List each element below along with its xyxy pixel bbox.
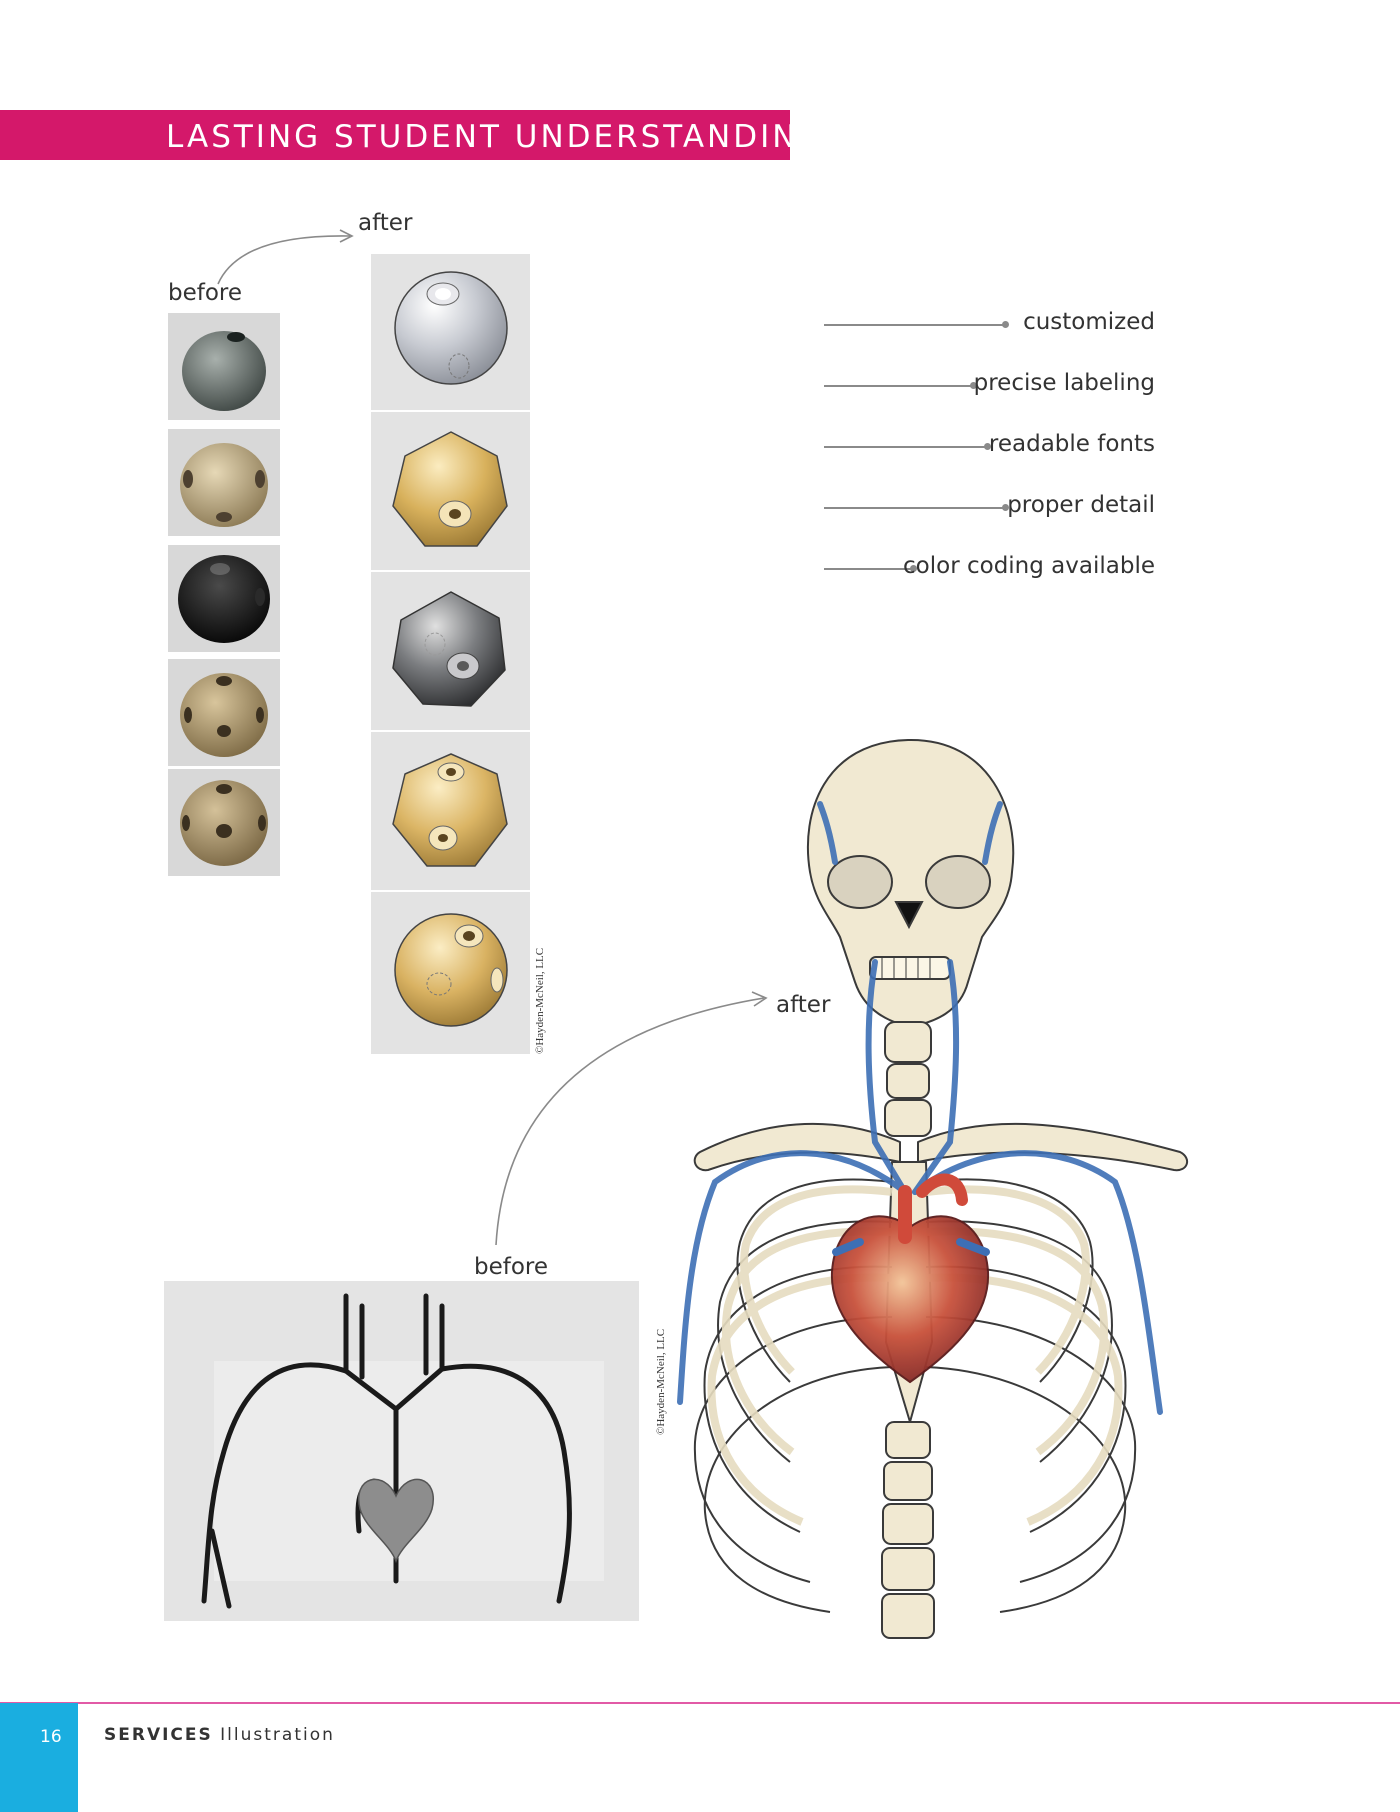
footer-section-name: SERVICES (104, 1725, 213, 1745)
feature-item: customized (820, 305, 1155, 345)
section-banner: LASTING STUDENT UNDERSTANDING (0, 110, 822, 160)
feature-label: readable fonts (988, 431, 1155, 457)
after-label-models: after (358, 210, 413, 236)
feature-item: proper detail (820, 488, 1155, 528)
before-heart-sketch (164, 1281, 639, 1621)
before-photo-3 (168, 545, 280, 652)
after-sphere-1 (371, 254, 530, 412)
before-photo-1 (168, 313, 280, 420)
after-label-anatomy: after (776, 992, 831, 1018)
footer-divider (0, 1702, 1400, 1704)
before-label-anatomy: before (474, 1254, 549, 1280)
feature-item: readable fonts (820, 427, 1155, 467)
before-photo-5 (168, 769, 280, 876)
after-model-illustrations (371, 254, 530, 1054)
callout-line (824, 568, 912, 570)
callout-dot (1002, 504, 1009, 511)
callout-line (824, 446, 986, 448)
page-number-tab (0, 1703, 78, 1812)
feature-label: precise labeling (973, 370, 1155, 396)
before-label-models: before (168, 280, 243, 306)
after-skeleton-illustration (660, 722, 1260, 1682)
section-title: LASTING STUDENT UNDERSTANDING (166, 119, 826, 155)
footer-subsection-name: Illustration (220, 1725, 335, 1745)
before-model-photos (168, 313, 280, 876)
after-sphere-4 (371, 734, 530, 892)
callout-line (824, 507, 1004, 509)
before-photo-2 (168, 429, 280, 536)
before-photo-4 (168, 659, 280, 766)
callout-dot (970, 382, 977, 389)
feature-label: color coding available (903, 553, 1155, 579)
callout-line (824, 385, 972, 387)
anatomy-arrow-icon (495, 991, 768, 1246)
after-sphere-2 (371, 414, 530, 572)
page-number: 16 (40, 1727, 62, 1747)
callout-dot (910, 565, 917, 572)
feature-item: precise labeling (820, 366, 1155, 406)
feature-label: customized (1023, 309, 1155, 335)
feature-item: color coding available (820, 549, 1155, 589)
feature-label: proper detail (1007, 492, 1155, 518)
footer-section-label: SERVICES Illustration (104, 1725, 335, 1745)
callout-dot (984, 443, 991, 450)
callout-dot (1002, 321, 1009, 328)
feature-callout-list: customized precise labeling readable fon… (820, 305, 1155, 595)
before-after-arrow-icon (217, 229, 354, 285)
callout-line (824, 324, 1004, 326)
after-sphere-3 (371, 574, 530, 732)
after-sphere-5 (371, 894, 530, 1052)
